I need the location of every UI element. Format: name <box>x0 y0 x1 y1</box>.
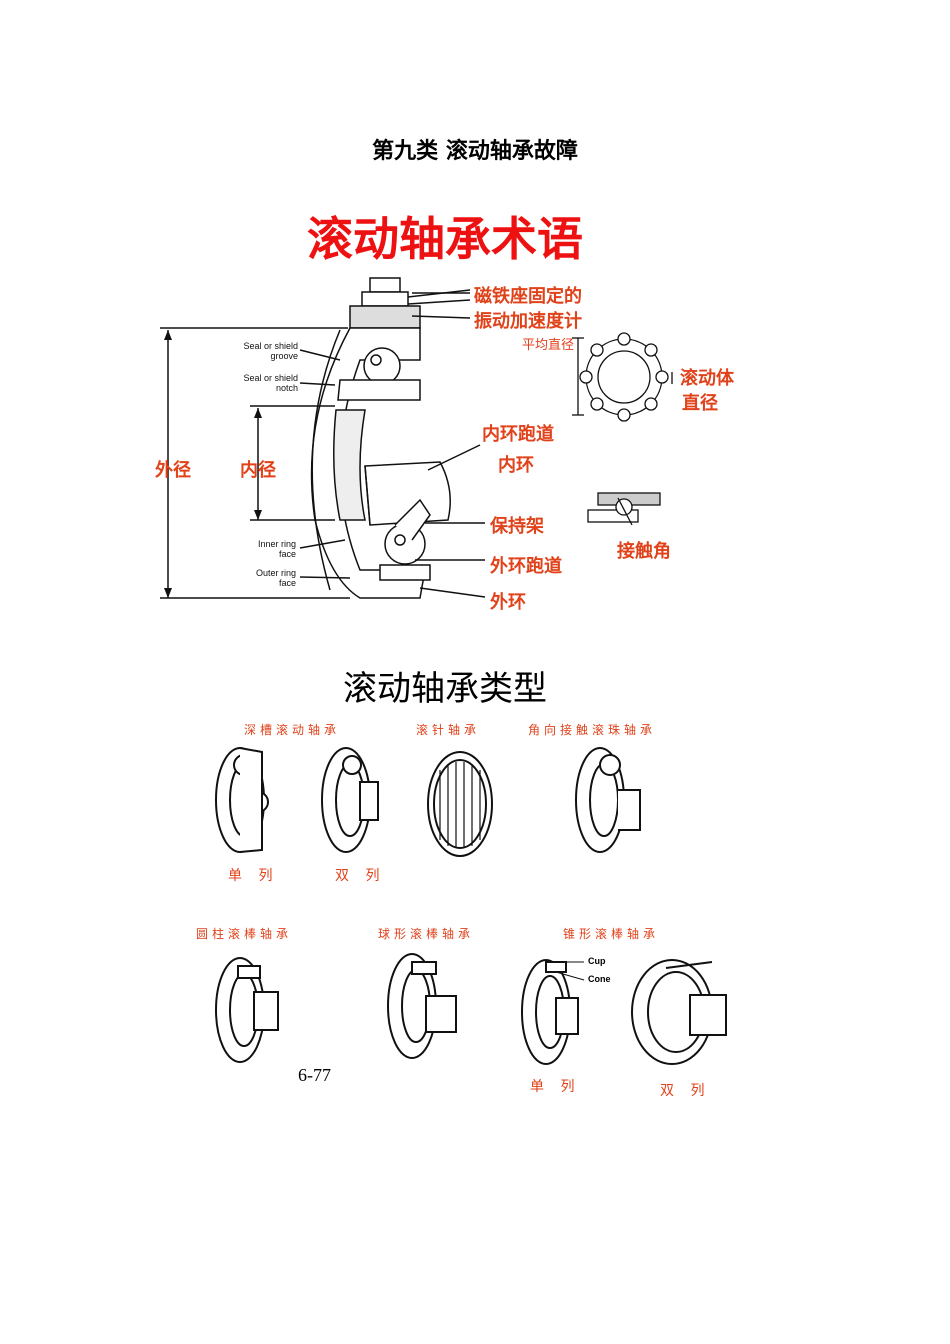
cone-label: Cone <box>588 974 611 984</box>
contact-angle-label: 接触角 <box>617 541 671 562</box>
spherical-caption: 球形滚棒轴承 <box>378 927 475 941</box>
outer-raceway-label: 外环跑道 <box>490 556 562 577</box>
seal-groove-label-2: groove <box>270 351 298 361</box>
deep-groove-single-row: 单 列 <box>228 868 279 884</box>
seal-notch-label-1: Seal or shield <box>243 373 298 383</box>
chapter-title: 第九类 滚动轴承故障 <box>372 138 578 164</box>
outer-ring-face-label-1: Outer ring <box>255 568 296 578</box>
deep-groove-double-row: 双 列 <box>335 868 386 884</box>
sensor-label-line2: 振动加速度计 <box>474 311 582 332</box>
deep-groove-caption: 深槽滚动轴承 <box>244 723 341 737</box>
pitch-diameter-label: 平均直径 <box>522 338 575 353</box>
sensor-label-line1: 磁铁座固定的 <box>474 286 582 307</box>
rolling-element-label-2: 直径 <box>682 393 718 414</box>
inner-diameter-label: 内径 <box>240 460 276 481</box>
needle-caption: 滚针轴承 <box>416 723 481 737</box>
tapered-caption: 锥形滚棒轴承 <box>563 927 660 941</box>
tapered-single-row: 单 列 <box>530 1079 581 1095</box>
cylindrical-caption: 圆柱滚棒轴承 <box>196 927 293 941</box>
terms-title: 滚动轴承术语 <box>307 212 583 266</box>
outer-ring-label: 外环 <box>490 592 526 613</box>
rolling-element-label-1: 滚动体 <box>680 368 734 389</box>
outer-diameter-label: 外径 <box>155 460 191 481</box>
cage-label: 保持架 <box>490 516 544 537</box>
types-title: 滚动轴承类型 <box>343 669 547 709</box>
seal-groove-label-1: Seal or shield <box>243 341 298 351</box>
inner-ring-face-label-2: face <box>278 549 296 559</box>
outer-ring-face-label-2: face <box>278 578 296 588</box>
tapered-double-row: 双 列 <box>660 1083 711 1099</box>
angular-contact-caption: 角向接触滚珠轴承 <box>528 723 657 737</box>
inner-ring-face-label-1: Inner ring <box>257 539 296 549</box>
cup-label: Cup <box>588 956 606 966</box>
inner-raceway-label: 内环跑道 <box>482 424 554 445</box>
page-number: 6-77 <box>298 1065 331 1085</box>
seal-notch-label-2: notch <box>275 383 298 393</box>
inner-ring-label: 内环 <box>498 455 534 476</box>
